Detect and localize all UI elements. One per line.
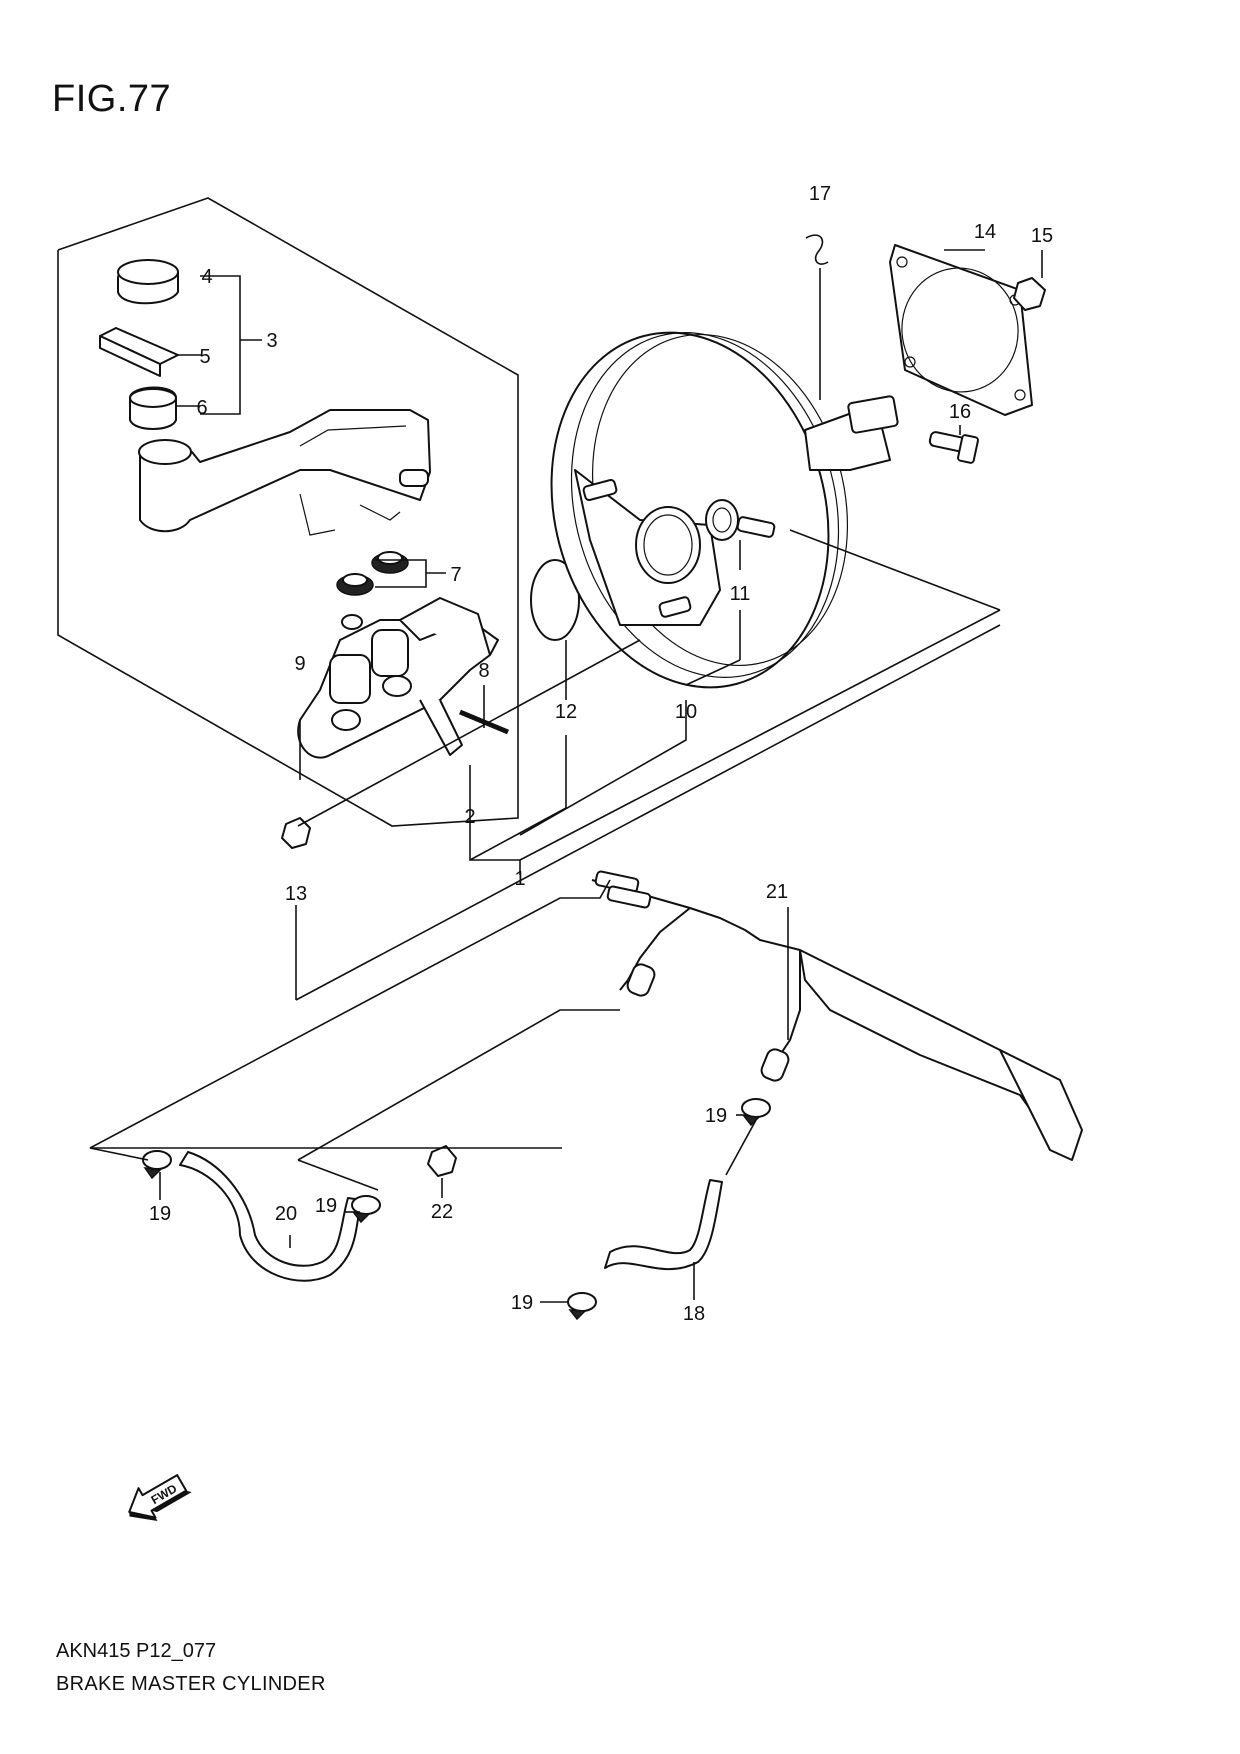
callout-19-b: 19 (315, 1195, 337, 1217)
callout-15: 15 (1031, 225, 1053, 247)
master-cylinder-group-outline (57, 197, 519, 827)
clevis-clip (805, 234, 829, 265)
diagram-title: BRAKE MASTER CYLINDER (56, 1673, 326, 1695)
callout-8: 8 (478, 660, 489, 682)
callout-9: 9 (294, 653, 305, 675)
callout-4: 4 (201, 266, 212, 288)
reservoir-strainer (129, 386, 177, 430)
callout-22: 22 (431, 1201, 453, 1223)
hose-clamp (567, 1292, 597, 1321)
callout-2: 2 (464, 806, 475, 828)
brake-fluid-reservoir (138, 409, 431, 536)
reservoir-strip (99, 327, 179, 377)
clevis-pin (928, 431, 979, 464)
brake-booster (550, 331, 899, 689)
callout-3: 3 (266, 330, 277, 352)
callout-13: 13 (285, 883, 307, 905)
booster-gasket (889, 244, 1033, 416)
o-ring (530, 559, 580, 641)
callout-17: 17 (809, 183, 831, 205)
callout-7: 7 (450, 564, 461, 586)
hose-18 (604, 1179, 723, 1271)
reservoir-seals (336, 551, 409, 596)
callout-12: 12 (555, 701, 577, 723)
callout-16: 16 (949, 401, 971, 423)
mounting-nut (281, 817, 311, 849)
hose-clamp (142, 1150, 172, 1180)
callout-5: 5 (199, 346, 210, 368)
callout-19-c: 19 (705, 1105, 727, 1127)
callout-labels: 1 2 3 4 5 6 7 8 9 10 11 12 13 14 15 16 1… (149, 183, 1053, 1325)
callout-14: 14 (974, 221, 996, 243)
callout-20: 20 (275, 1203, 297, 1225)
callout-18: 18 (683, 1303, 705, 1325)
nut-22 (427, 1145, 457, 1177)
check-valve (705, 499, 776, 541)
diagram-code: AKN415 P12_077 (56, 1640, 217, 1662)
hose-clamps (142, 1098, 771, 1321)
master-cylinder-body (297, 597, 499, 759)
gasket-nut (1013, 277, 1046, 311)
forward-direction-arrow: FWD (128, 1474, 192, 1522)
callout-10: 10 (675, 701, 697, 723)
callout-1: 1 (514, 868, 525, 890)
callout-19-a: 19 (149, 1203, 171, 1225)
figure-label: FIG.77 (52, 78, 172, 120)
reservoir-cap (117, 259, 179, 305)
vacuum-pipe (591, 870, 1083, 1161)
callout-21: 21 (766, 881, 788, 903)
callout-6: 6 (196, 397, 207, 419)
leader-lines (89, 249, 1043, 1303)
callout-11: 11 (730, 583, 751, 605)
hose-clamp (351, 1195, 381, 1224)
callout-19-d: 19 (511, 1292, 533, 1314)
